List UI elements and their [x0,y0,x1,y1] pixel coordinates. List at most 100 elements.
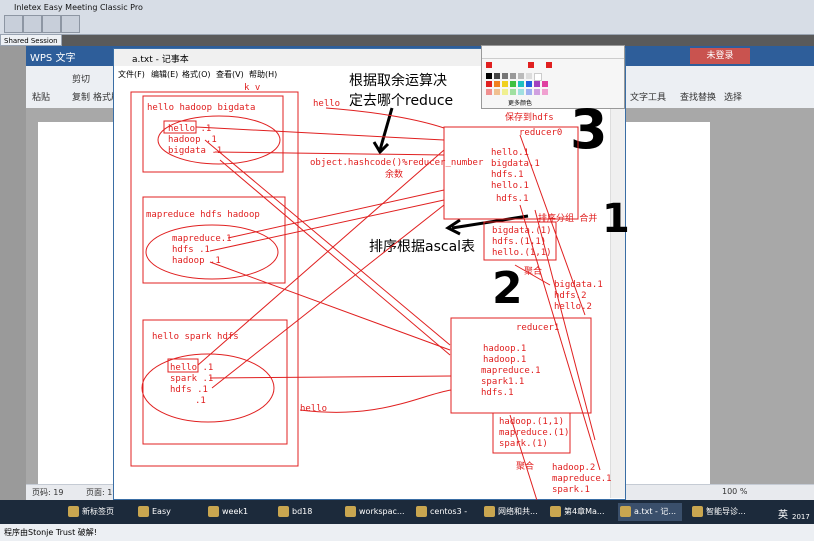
color-swatch[interactable] [542,89,548,95]
color-swatch[interactable] [510,81,516,87]
output-line: hello.2 [554,302,592,312]
step-number: 3 [570,98,608,161]
color-swatch[interactable] [494,73,500,79]
menu-edit[interactable]: 编辑(E) [151,70,179,79]
select-button[interactable]: 选择 [724,93,743,103]
taskbar-item[interactable]: Easy Mee... [136,503,196,534]
color-swatch[interactable] [502,73,508,79]
mapper-input: hello hadoop bigdata [147,103,255,113]
clock[interactable]: 2017 [792,513,810,521]
document-page[interactable] [38,122,116,484]
inletex-tool-button[interactable] [23,15,42,33]
color-swatch[interactable] [526,81,532,87]
group-line: mapreduce.(1) [499,428,569,438]
color-swatch[interactable] [486,81,492,87]
color-swatch[interactable] [486,62,492,68]
group-box [492,412,571,454]
color-swatch[interactable] [494,89,500,95]
color-swatch[interactable] [526,73,532,79]
menu-help[interactable]: 帮助(H) [249,70,278,79]
reducer-line: hadoop.1 [483,344,526,354]
reducer-line: hello.1 [491,181,529,191]
map-output-line: hdfs .1 [170,385,208,395]
group-line: bigdata.(1) [492,226,552,236]
black-arrow [372,141,390,155]
color-swatch[interactable] [494,81,500,87]
annotation-partition: 根据取余运算决 [349,72,447,89]
notepad-scrollbar[interactable] [610,80,625,498]
aggregate-label: 聚合 [524,265,542,277]
text-tools-button[interactable]: 文字工具 [630,93,667,103]
wps-app-name[interactable]: WPS 文字 [30,53,76,64]
group-line: spark.(1) [499,439,548,449]
reducer-line: hdfs.1 [496,194,529,204]
color-swatch[interactable] [528,62,534,68]
reducer-line: hello.1 [491,148,529,158]
menu-file[interactable]: 文件(F) [118,70,145,79]
color-swatch[interactable] [502,81,508,87]
color-swatch[interactable] [518,89,524,95]
page-count: 页面: 19/19 [86,488,131,497]
copy-button[interactable]: 复制 [72,93,91,103]
reducer-line: hadoop.1 [483,355,526,365]
shared-session-tab[interactable]: Shared Session [0,34,62,46]
paste-button[interactable]: 粘贴 [32,93,51,103]
taskbar-item[interactable]: week1 [206,503,266,521]
color-swatch[interactable] [518,73,524,79]
document-page[interactable] [626,122,710,484]
taskbar-item[interactable]: 第4章Ma... [548,503,610,521]
login-button[interactable]: 未登录 [690,48,750,64]
inletex-title: Inletex Easy Meeting Classic Pro [14,3,143,12]
palette-toolbar [482,46,624,59]
taskbar-item[interactable]: centos3 - ... [414,503,476,534]
color-swatch[interactable] [534,81,540,87]
notepad-title: a.txt - 记事本 [132,55,189,65]
color-swatch[interactable] [526,89,532,95]
sort-group-label: 排序分组 合并 [538,212,597,224]
inletex-tool-button[interactable] [4,15,23,33]
key-highlight [167,358,199,373]
inletex-tool-button[interactable] [42,15,61,33]
taskbar-item[interactable]: workspac... [343,503,405,521]
color-swatch[interactable] [534,89,540,95]
kv-label: k v [244,83,260,93]
output-line: spark.1 [552,485,590,495]
save-hdfs-label: 保存到hdfs [505,111,554,123]
color-swatch[interactable] [534,73,542,81]
map-output-line: bigdata .1 [168,146,222,156]
format-painter-button[interactable]: 格式刷 [93,93,121,103]
color-swatch[interactable] [502,89,508,95]
hashcode-formula: object.hashcode()%reducer_number [310,158,484,168]
taskbar-item[interactable]: 智能导诊... [690,503,754,521]
output-line: mapreduce.1 [552,474,612,484]
cut-button[interactable]: 剪切 [72,75,91,85]
color-swatch[interactable] [486,73,492,79]
ime-indicator[interactable]: 英 [778,510,788,521]
group-line: hdfs.(1,1) [492,237,546,247]
map-output-line: hello .1 [168,124,211,134]
taskbar-item[interactable]: bd18 [276,503,332,521]
menu-format[interactable]: 格式(O) [182,70,211,79]
color-swatch[interactable] [518,81,524,87]
black-arrow [445,218,461,236]
remainder-label: 余数 [385,168,403,180]
color-swatch[interactable] [510,73,516,79]
color-swatch[interactable] [546,62,552,68]
map-output-line: spark .1 [170,374,213,384]
menu-view[interactable]: 查看(V) [216,70,244,79]
color-swatch[interactable] [486,89,492,95]
taskbar-item[interactable]: a.txt - 记... [618,503,682,521]
more-colors-button[interactable]: 更多颜色 [508,100,533,107]
bottom-status: 程序由Stonje Trust 破解! [0,524,814,541]
inletex-toolbar [0,0,814,35]
color-palette[interactable]: 更多颜色 [481,45,625,109]
map-output-ellipse [145,224,279,280]
taskbar-item[interactable]: 网络和共... [482,503,544,521]
find-replace-button[interactable]: 查找替换 [680,93,717,103]
color-swatch[interactable] [542,81,548,87]
inletex-tool-button[interactable] [61,15,80,33]
reducer-title: reducer0 [519,128,562,138]
taskbar-item[interactable]: 新标签页 ... [66,503,124,534]
color-swatch[interactable] [510,89,516,95]
reducer-line: bigdata.1 [491,159,540,169]
